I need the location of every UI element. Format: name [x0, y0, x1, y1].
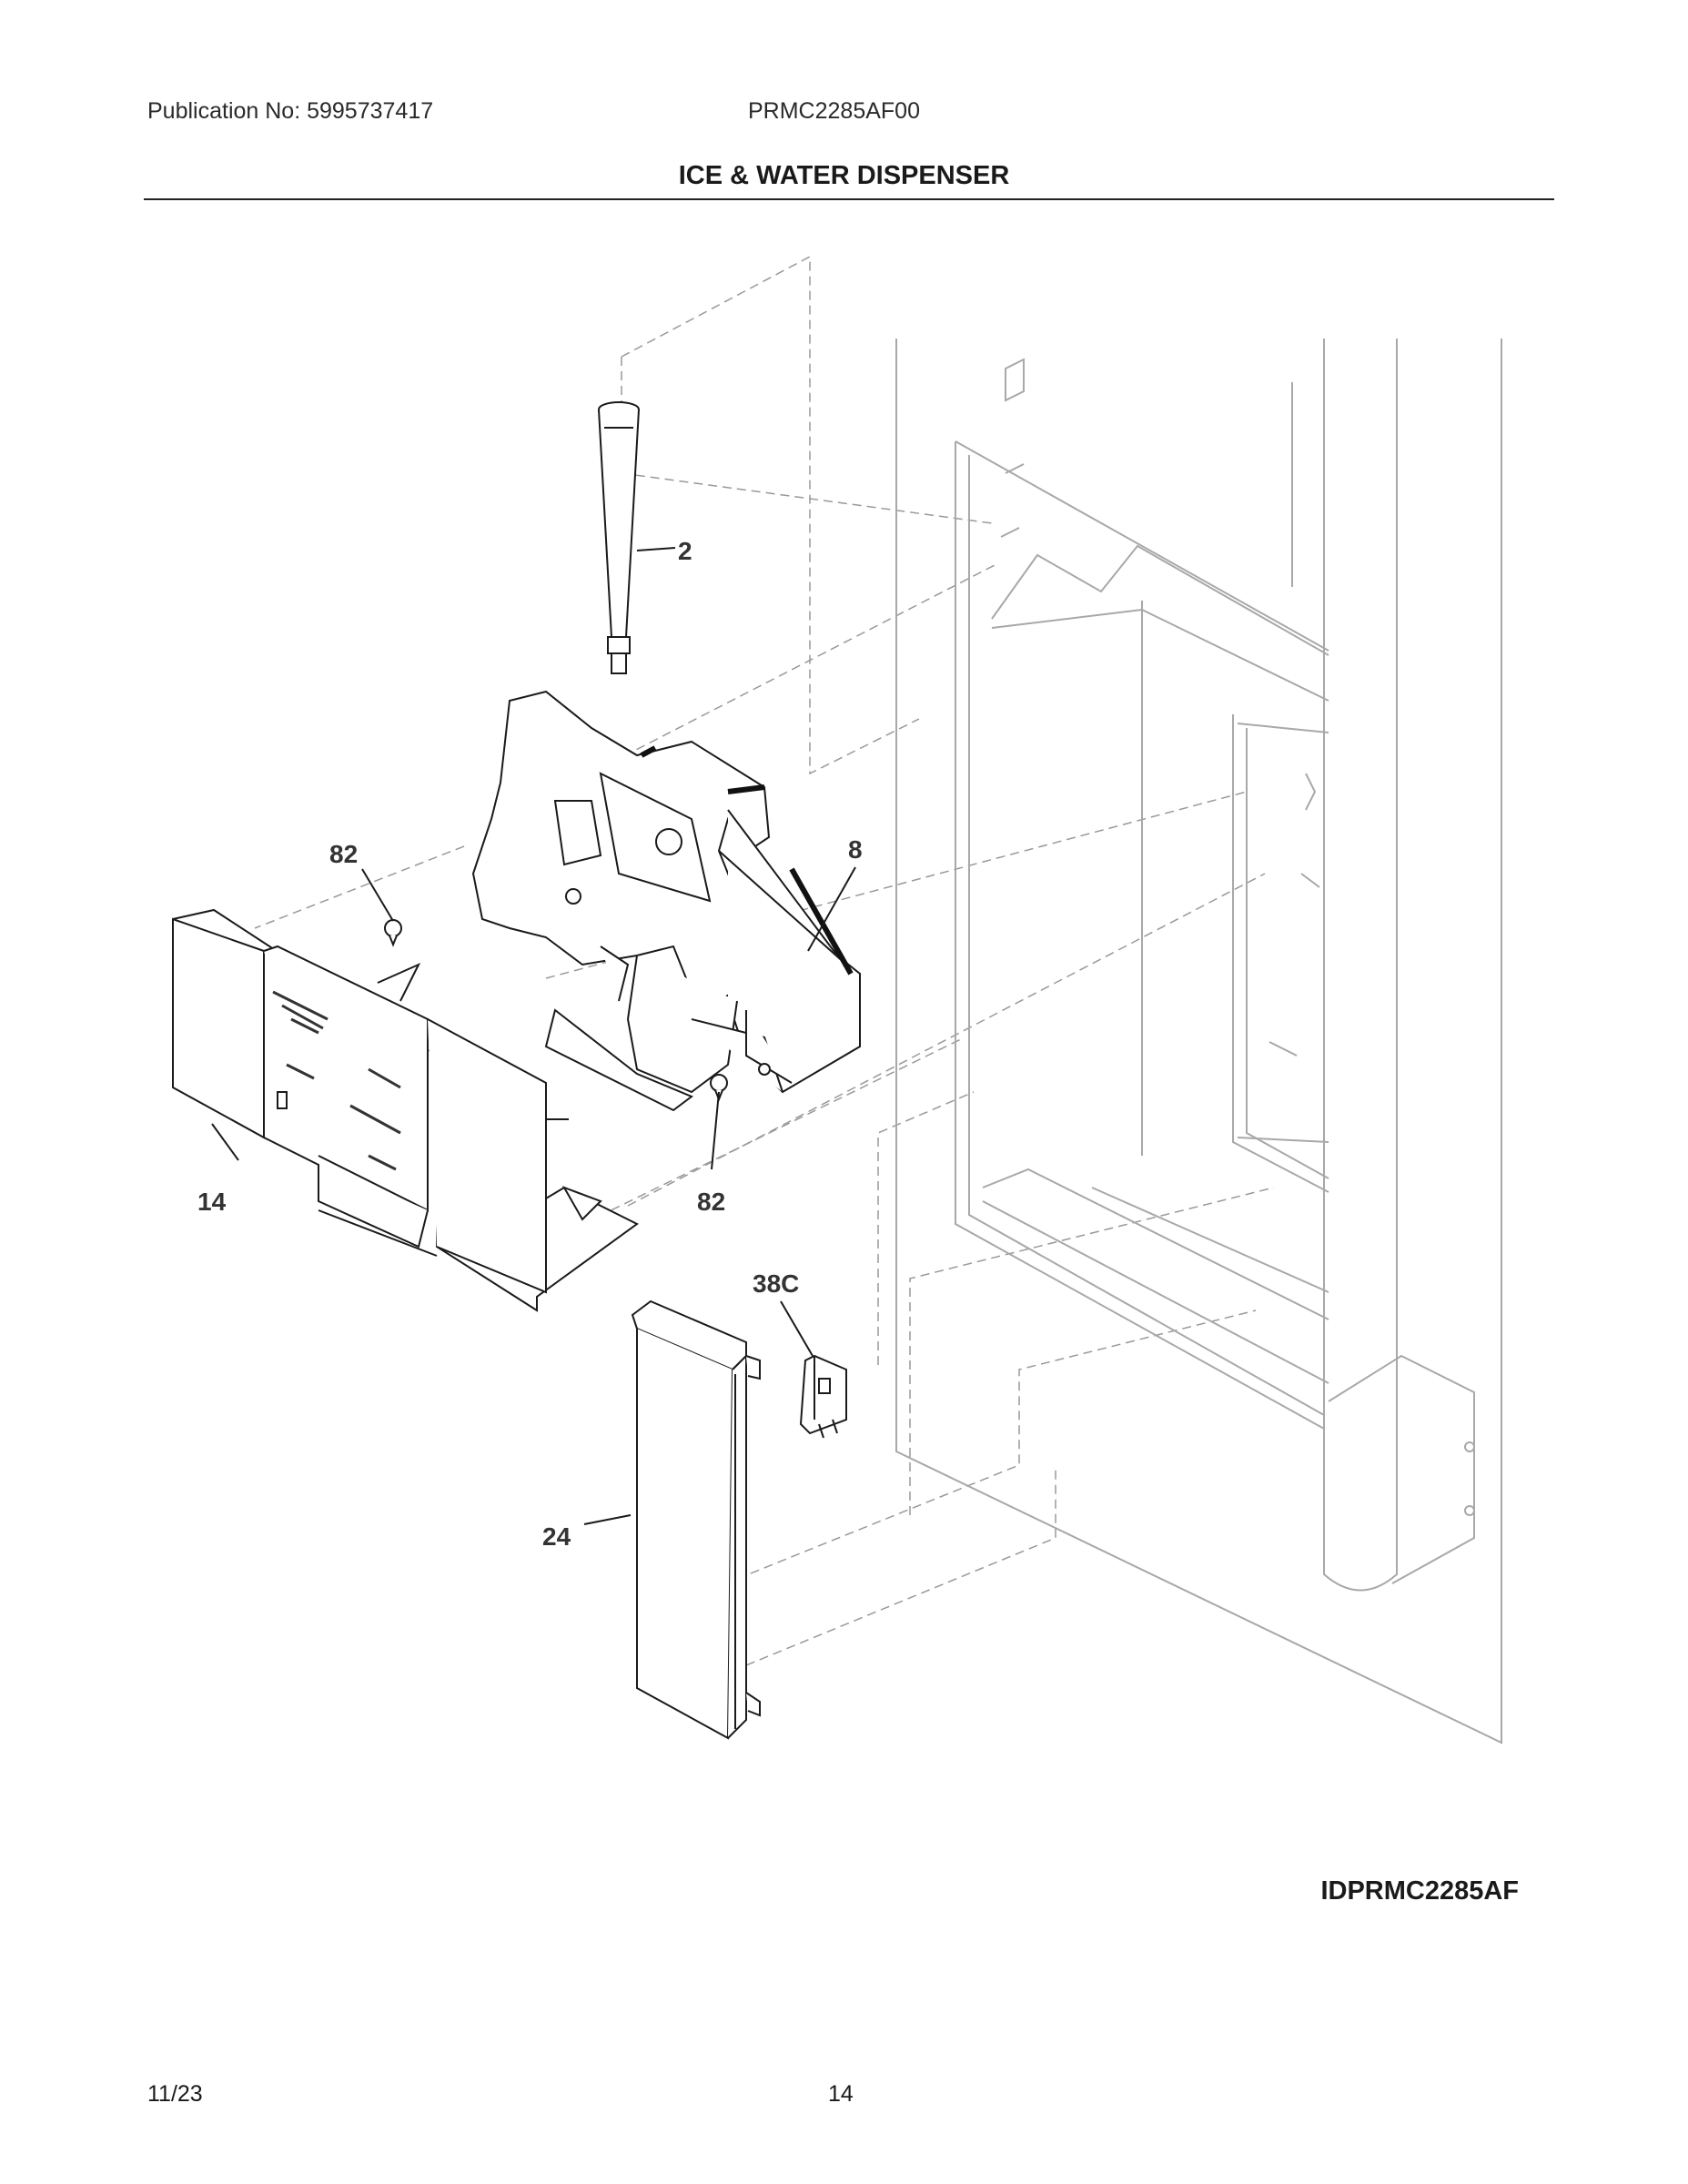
publication-number: Publication No: 5995737417 — [147, 98, 434, 124]
part-24-panel-cover — [631, 1299, 761, 1740]
part-2-ice-chute-tube — [598, 401, 640, 674]
part-38c-micro-switch — [799, 1354, 847, 1439]
callout-8: 8 — [848, 835, 863, 864]
part-14-control-panel — [172, 908, 639, 1312]
callout-24: 24 — [542, 1522, 571, 1551]
part-8-black-bands — [640, 745, 854, 976]
page-number: 14 — [828, 2081, 854, 2107]
page-title: ICE & WATER DISPENSER — [678, 161, 1010, 190]
part-82-screw-upper — [384, 919, 402, 947]
callout-14: 14 — [197, 1188, 227, 1216]
footer-date: 11/23 — [147, 2081, 203, 2107]
model-number: PRMC2285AF00 — [748, 98, 920, 124]
diagram-id: IDPRMC2285AF — [1320, 1876, 1519, 1906]
callout-2: 2 — [678, 537, 692, 565]
door-dispenser-housing — [895, 339, 1502, 1744]
callout-leaders — [211, 547, 856, 1525]
part-8-dispenser-chute-assembly — [471, 690, 861, 1112]
part-14-panel-markings — [272, 990, 401, 1171]
callout-82-upper: 82 — [329, 840, 358, 868]
callout-38c: 38C — [753, 1269, 799, 1298]
callout-82-lower: 82 — [697, 1188, 725, 1216]
header-rule — [144, 198, 1554, 200]
